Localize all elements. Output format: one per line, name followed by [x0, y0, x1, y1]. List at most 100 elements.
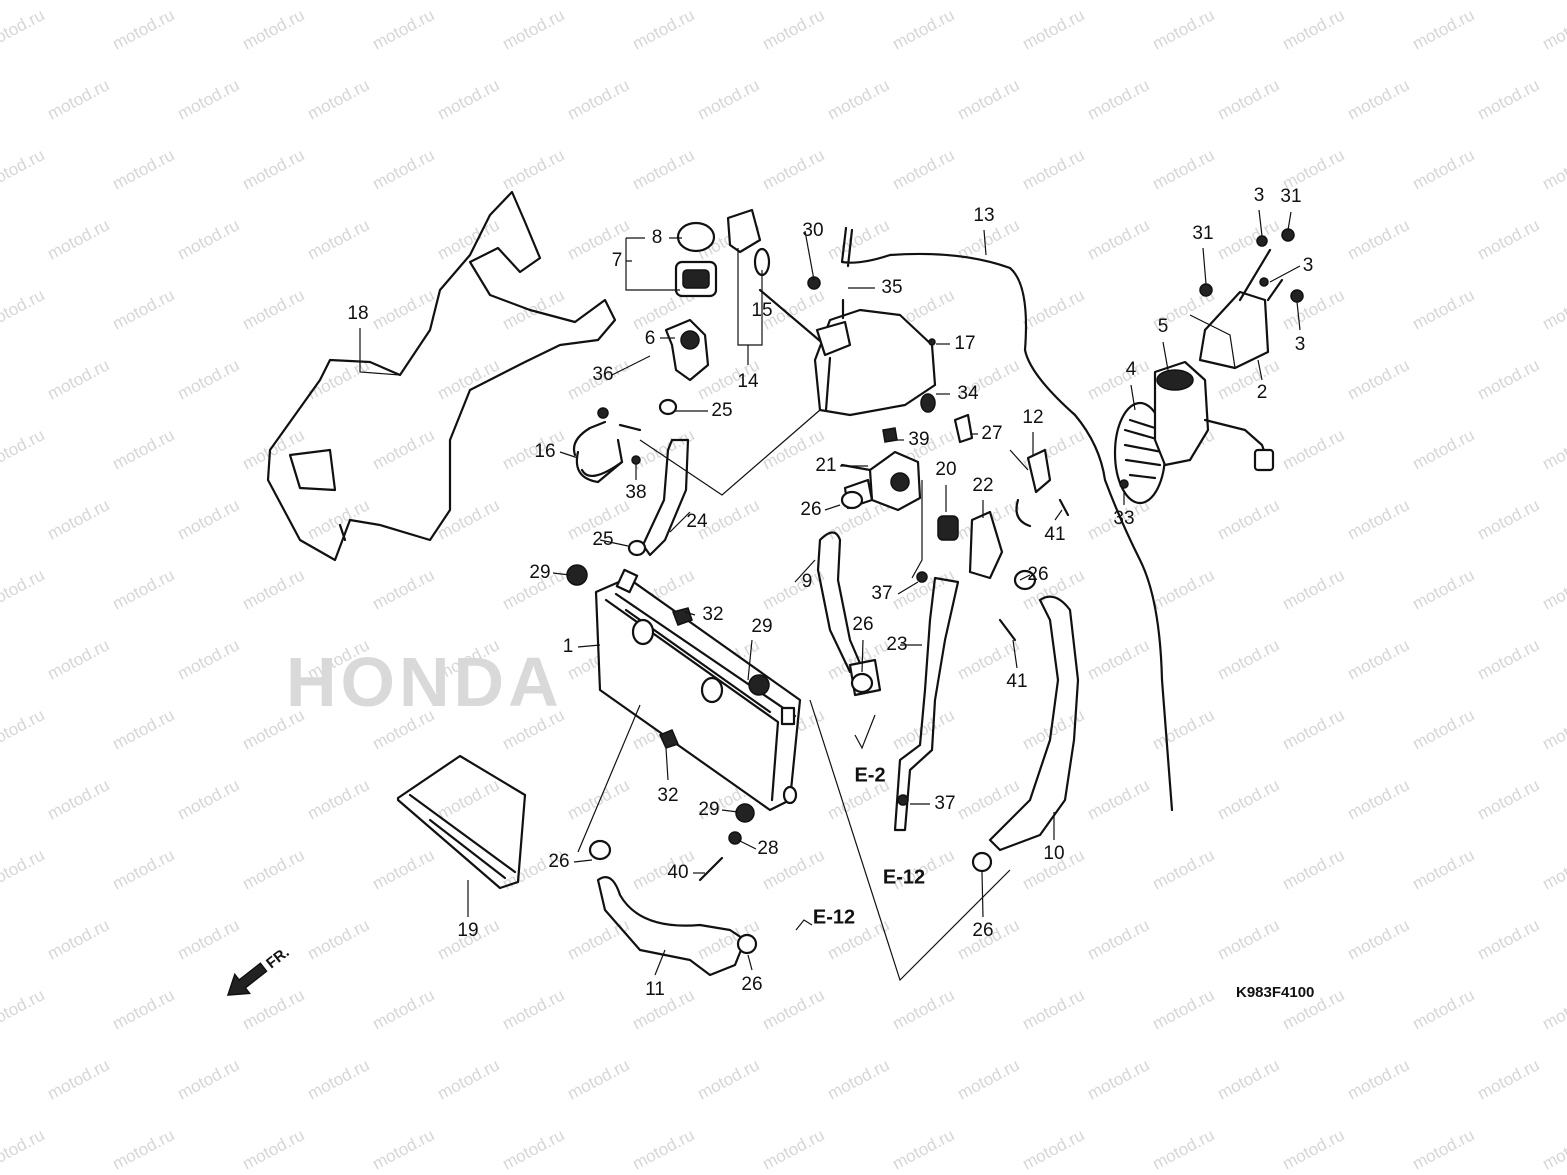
- watermark-text: motod.ru: [694, 75, 762, 123]
- watermark-text: motod.ru: [44, 75, 112, 123]
- part-radiator-cap: [664, 208, 828, 382]
- callout-number: 13: [973, 205, 994, 226]
- watermark-text: motod.ru: [174, 355, 242, 403]
- drawing-code: K983F4100: [1236, 984, 1314, 1001]
- watermark-text: motod.ru: [239, 425, 307, 473]
- watermark-text: motod.ru: [44, 355, 112, 403]
- watermark-text: motod.ru: [1539, 1125, 1567, 1173]
- watermark-text: motod.ru: [1344, 1055, 1412, 1103]
- watermark-text: motod.ru: [1409, 5, 1477, 53]
- watermark-text: motod.ru: [44, 1055, 112, 1103]
- callout-number: 32: [702, 604, 723, 625]
- callout-number: 30: [802, 220, 823, 241]
- watermark-text: motod.ru: [824, 75, 892, 123]
- part-overflow-tube: [840, 226, 1174, 812]
- callout-number: 23: [886, 634, 907, 655]
- watermark-text: motod.ru: [109, 845, 177, 893]
- watermark-text: motod.ru: [1344, 75, 1412, 123]
- callout-number: 25: [592, 529, 613, 550]
- watermark-text: motod.ru: [1279, 705, 1347, 753]
- callout-layer: 1233345678910111213141516171819202122232…: [347, 185, 1313, 1000]
- watermark-text: motod.ru: [759, 145, 827, 193]
- watermark-text: motod.ru: [1149, 1125, 1217, 1173]
- callout-number: 39: [908, 429, 929, 450]
- watermark-text: motod.ru: [239, 285, 307, 333]
- watermark-text: motod.ru: [0, 425, 48, 473]
- watermark-text: motod.ru: [1279, 565, 1347, 613]
- watermark-text: motod.ru: [1084, 915, 1152, 963]
- callout-number: 26: [741, 974, 762, 995]
- watermark-text: motod.ru: [499, 145, 567, 193]
- watermark-text: motod.ru: [1214, 75, 1282, 123]
- watermark-text: motod.ru: [1474, 915, 1542, 963]
- watermark-text: motod.ru: [304, 1055, 372, 1103]
- callout-number: 1: [563, 636, 574, 657]
- section-reference: E-12: [813, 906, 855, 928]
- watermark-text: motod.ru: [304, 215, 372, 263]
- watermark-text: motod.ru: [239, 1125, 307, 1173]
- part-hose-9: [816, 531, 864, 674]
- watermark-text: motod.ru: [1539, 845, 1567, 893]
- part-cooling-fan: [1113, 228, 1304, 505]
- part-hose-16: [572, 420, 642, 478]
- watermark-text: motod.ru: [1539, 5, 1567, 53]
- watermark-text: motod.ru: [759, 985, 827, 1033]
- callout-number: 36: [592, 364, 613, 385]
- watermark-text: motod.ru: [1149, 985, 1217, 1033]
- part-hose-23: [893, 576, 960, 832]
- watermark-text: motod.ru: [109, 5, 177, 53]
- watermark-text: motod.ru: [369, 1125, 437, 1173]
- watermark-text: motod.ru: [499, 285, 567, 333]
- watermark-text: motod.ru: [1214, 915, 1282, 963]
- watermark-text: motod.ru: [824, 1055, 892, 1103]
- watermark-text: motod.ru: [564, 1055, 632, 1103]
- watermark-text: motod.ru: [369, 845, 437, 893]
- watermark-text: motod.ru: [1539, 705, 1567, 753]
- watermark-text: motod.ru: [1474, 775, 1542, 823]
- watermark-text: motod.ru: [1214, 635, 1282, 683]
- callout-number: 21: [815, 455, 836, 476]
- watermark-text: motod.ru: [889, 145, 957, 193]
- callout-number: 37: [871, 583, 892, 604]
- watermark-text: motod.ru: [694, 1055, 762, 1103]
- watermark-text: motod.ru: [499, 5, 567, 53]
- watermark-text: motod.ru: [1474, 1055, 1542, 1103]
- watermark-text: motod.ru: [564, 775, 632, 823]
- callout-number: 14: [737, 371, 759, 392]
- watermark-text: motod.ru: [1019, 5, 1087, 53]
- watermark-text: motod.ru: [1019, 1125, 1087, 1173]
- part-hose-10: [988, 595, 1080, 852]
- watermark-text: motod.ru: [629, 145, 697, 193]
- watermark-text: motod.ru: [0, 705, 48, 753]
- part-lower-guard: [396, 754, 527, 890]
- watermark-text: motod.ru: [304, 495, 372, 543]
- callout-number: 41: [1006, 671, 1027, 692]
- watermark-text: motod.ru: [109, 1125, 177, 1173]
- reference-layer: E-2E-12E-12: [813, 764, 925, 928]
- watermark-text: motod.ru: [1019, 285, 1087, 333]
- watermark-text: motod.ru: [1539, 285, 1567, 333]
- watermark-text: motod.ru: [304, 775, 372, 823]
- callout-number: 15: [751, 300, 772, 321]
- callout-number: 26: [852, 614, 873, 635]
- callout-number: 41: [1044, 524, 1065, 545]
- watermark-text: motod.ru: [174, 635, 242, 683]
- watermark-text: motod.ru: [174, 915, 242, 963]
- watermark-text: motod.ru: [174, 215, 242, 263]
- section-reference: E-12: [883, 866, 925, 888]
- watermark-text: motod.ru: [0, 285, 48, 333]
- callout-number: 37: [934, 793, 955, 814]
- watermark-text: motod.ru: [174, 1055, 242, 1103]
- callout-number: 4: [1126, 359, 1137, 380]
- watermark-text: motod.ru: [44, 775, 112, 823]
- watermark-text: motod.ru: [1019, 985, 1087, 1033]
- watermark-text: motod.ru: [0, 565, 48, 613]
- watermark-text: motod.ru: [1214, 775, 1282, 823]
- watermark-text: motod.ru: [239, 565, 307, 613]
- watermark-text: motod.ru: [1344, 775, 1412, 823]
- watermark-text: motod.ru: [1539, 145, 1567, 193]
- watermark-text: motod.ru: [44, 495, 112, 543]
- callout-number: 26: [972, 920, 993, 941]
- watermark-text: motod.ru: [1084, 215, 1152, 263]
